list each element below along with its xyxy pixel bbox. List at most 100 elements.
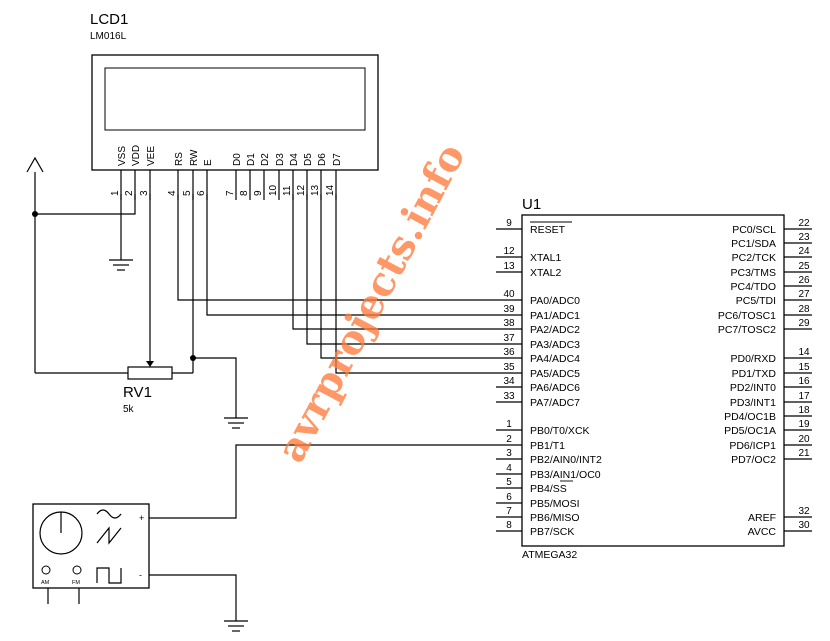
mcu-pin-label: PD7/OC2 <box>731 454 776 466</box>
mcu-pin-number: 7 <box>506 506 512 517</box>
mcu-pin-number: 9 <box>506 218 512 229</box>
mcu-pin-number: 39 <box>503 304 515 315</box>
mcu-pin-label: PB3/AIN1/OC0 <box>530 469 601 481</box>
mcu-body <box>521 214 785 547</box>
mcu-pin-number: 13 <box>503 261 515 272</box>
mcu-pin-label: PC4/TDO <box>730 281 776 293</box>
mcu-pin-number: 20 <box>798 434 810 445</box>
lcd-pin-number: 2 <box>124 190 135 196</box>
potentiometer: RV1 5k <box>123 361 173 415</box>
mcu-pin-number: 28 <box>798 304 810 315</box>
lcd-pin-number: 5 <box>182 190 193 196</box>
mcu-pin-label: PA3/ADC3 <box>530 339 580 351</box>
mcu-pin-number: 30 <box>798 520 810 531</box>
mcu-pin-number: 18 <box>798 405 810 416</box>
fm-knob-icon <box>72 565 82 575</box>
lcd-pin-name: D1 <box>246 153 257 166</box>
mcu-pin-label: XTAL1 <box>530 252 561 264</box>
mcu-pin-number: 35 <box>503 362 515 373</box>
mcu-pin-number: 4 <box>506 463 512 474</box>
wire-rs <box>177 194 496 301</box>
mcu-pin-number: 19 <box>798 419 810 430</box>
mcu-pin-number: 1 <box>506 419 512 430</box>
wire-vdd <box>35 194 136 215</box>
lcd-pin-number: 12 <box>296 184 307 196</box>
mcu-pin-label: PB2/AIN0/INT2 <box>530 454 602 466</box>
mcu-pin-label: PA2/ADC2 <box>530 324 580 336</box>
lcd-pin-number: 6 <box>196 190 207 196</box>
lcd-pin-number: 11 <box>282 185 293 196</box>
square-wave-icon <box>96 567 122 584</box>
lcd-pin-name: D5 <box>303 153 314 166</box>
wire-e <box>206 194 496 316</box>
lcd-model: LM016L <box>90 31 127 42</box>
mcu-pin-number: 17 <box>798 391 810 402</box>
lcd-pin-name: RS <box>174 152 185 166</box>
wire-gen-ground <box>149 574 237 621</box>
mcu-pin-label: PA1/ADC1 <box>530 310 580 322</box>
lcd-to-porta-wires <box>177 194 496 374</box>
sine-wave-icon <box>96 509 122 519</box>
mcu-pin-number: 16 <box>798 376 810 387</box>
pot-value: 5k <box>123 404 135 415</box>
wire-gen-to-pb1 <box>149 444 496 519</box>
mcu-pin-label: AVCC <box>748 526 777 538</box>
lcd-pin-name: D2 <box>260 153 271 166</box>
lcd-pin-number: 1 <box>110 190 121 196</box>
mcu-pin-number: 24 <box>798 246 810 257</box>
mcu-pin-number: 8 <box>506 520 512 531</box>
mcu-pin-label: PC5/TDI <box>736 295 776 307</box>
lcd-screen <box>104 67 366 131</box>
pot-ref: RV1 <box>123 384 152 401</box>
mcu-pin-label: PA4/ADC4 <box>530 353 580 365</box>
mcu-pin-label: PB1/T1 <box>530 440 565 452</box>
lcd-pin-name: D0 <box>232 153 243 166</box>
wire-d6 <box>320 194 496 359</box>
lcd-pin-number: 10 <box>268 184 279 196</box>
signal-generator: AM FM + - <box>32 503 150 604</box>
mcu-right-pins: 22PC0/SCL23PC1/SDA24PC2/TCK25PC3/TMS26PC… <box>718 218 812 538</box>
am-knob-icon <box>41 565 51 575</box>
mcu-pin-label: PD4/OC1B <box>724 411 776 423</box>
mcu-pin-number: 26 <box>798 275 810 286</box>
lcd-pin-name: E <box>203 159 214 166</box>
lcd-pin-name: RW <box>189 149 200 166</box>
junction-vdd <box>32 211 38 217</box>
mcu-pin-label: PD1/TXD <box>732 368 777 380</box>
mcu-pin-label: XTAL2 <box>530 267 561 279</box>
lcd-pin-name: D3 <box>275 153 286 166</box>
mcu-pin-label: PB6/MISO <box>530 512 580 524</box>
mcu-pin-number: 6 <box>506 492 512 503</box>
lcd-pin-name: VSS <box>117 146 128 166</box>
lcd-pin-name: D7 <box>332 153 343 166</box>
mcu-pin-number: 34 <box>503 376 515 387</box>
mcu-pin-label: RESET <box>530 224 566 236</box>
am-label: AM <box>41 580 50 586</box>
mcu-pin-label: PD0/RXD <box>730 353 776 365</box>
lcd-pin-number: 13 <box>310 184 321 196</box>
mcu-pin-label: PA7/ADC7 <box>530 397 580 409</box>
mcu-pin-number: 14 <box>798 347 810 358</box>
mcu-pin-label: PD2/INT0 <box>730 382 776 394</box>
mcu-pin-number: 33 <box>503 391 515 402</box>
lcd-pin-name: VEE <box>146 146 157 166</box>
mcu-left-pins: 9RESET12XTAL113XTAL240PA0/ADC039PA1/ADC1… <box>496 218 602 538</box>
lcd-pin-number: 9 <box>253 190 264 196</box>
mcu-pin-number: 21 <box>798 448 810 459</box>
mcu-pin-number: 15 <box>798 362 810 373</box>
mcu-pin-label: AREF <box>748 512 776 524</box>
mcu-pin-label: PC2/TCK <box>732 252 776 264</box>
lcd-pin-number: 3 <box>139 190 150 196</box>
mcu-pin-number: 36 <box>503 347 515 358</box>
mcu-pin-number: 23 <box>798 232 810 243</box>
mcu-pin-number: 12 <box>503 246 515 257</box>
mcu-pin-number: 2 <box>506 434 512 445</box>
power-wiring <box>26 156 237 418</box>
mcu-pin-label: PB0/T0/XCK <box>530 425 590 437</box>
mcu-pin-number: 5 <box>506 477 512 488</box>
mcu-pin-number: 22 <box>798 218 810 229</box>
mcu-pin-label: PD5/OC1A <box>724 425 776 437</box>
wire-d5 <box>306 194 496 345</box>
mcu-part: ATMEGA32 <box>522 549 577 561</box>
